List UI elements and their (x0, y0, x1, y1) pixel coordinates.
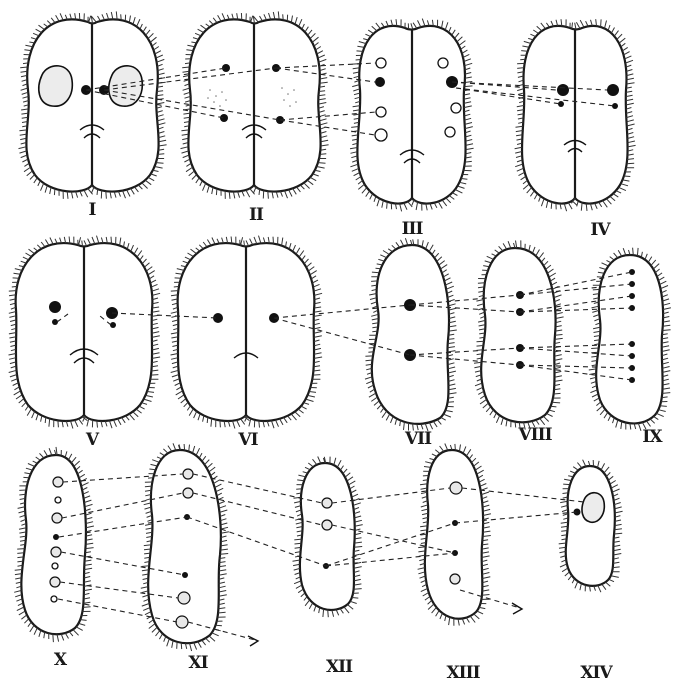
stage-label-IX: IX (642, 427, 663, 447)
stage-14 (566, 466, 615, 586)
stage-9 (596, 255, 663, 423)
stage-6 (178, 243, 315, 421)
stage-label-III: III (402, 219, 424, 239)
stage-4 (522, 26, 628, 204)
stage-1 (26, 19, 158, 191)
stage-3 (357, 26, 465, 204)
stage-label-XII: XII (326, 657, 353, 677)
stage-label-II: II (249, 205, 264, 225)
stage-10 (21, 455, 86, 634)
stage-label-V: V (85, 430, 100, 450)
stage-7 (372, 245, 449, 424)
stage-label-I: I (89, 200, 97, 220)
stage-label-XIV: XIV (580, 663, 613, 683)
stage-label-IV: IV (590, 220, 611, 240)
stage-label-VI: VI (237, 430, 258, 450)
stage-2 (188, 19, 320, 191)
stage-5 (16, 243, 153, 421)
stage-11 (148, 450, 221, 643)
stage-8 (481, 248, 555, 422)
stage-label-XIII: XIII (446, 663, 480, 683)
stage-12 (300, 463, 355, 610)
stage-label-VIII: VIII (517, 425, 552, 445)
stage-label-VII: VII (404, 429, 432, 449)
macronucleus-left (39, 66, 72, 106)
stage-label-X: X (54, 650, 68, 670)
stage-13 (425, 450, 483, 619)
stage-label-XI: XI (188, 653, 208, 673)
